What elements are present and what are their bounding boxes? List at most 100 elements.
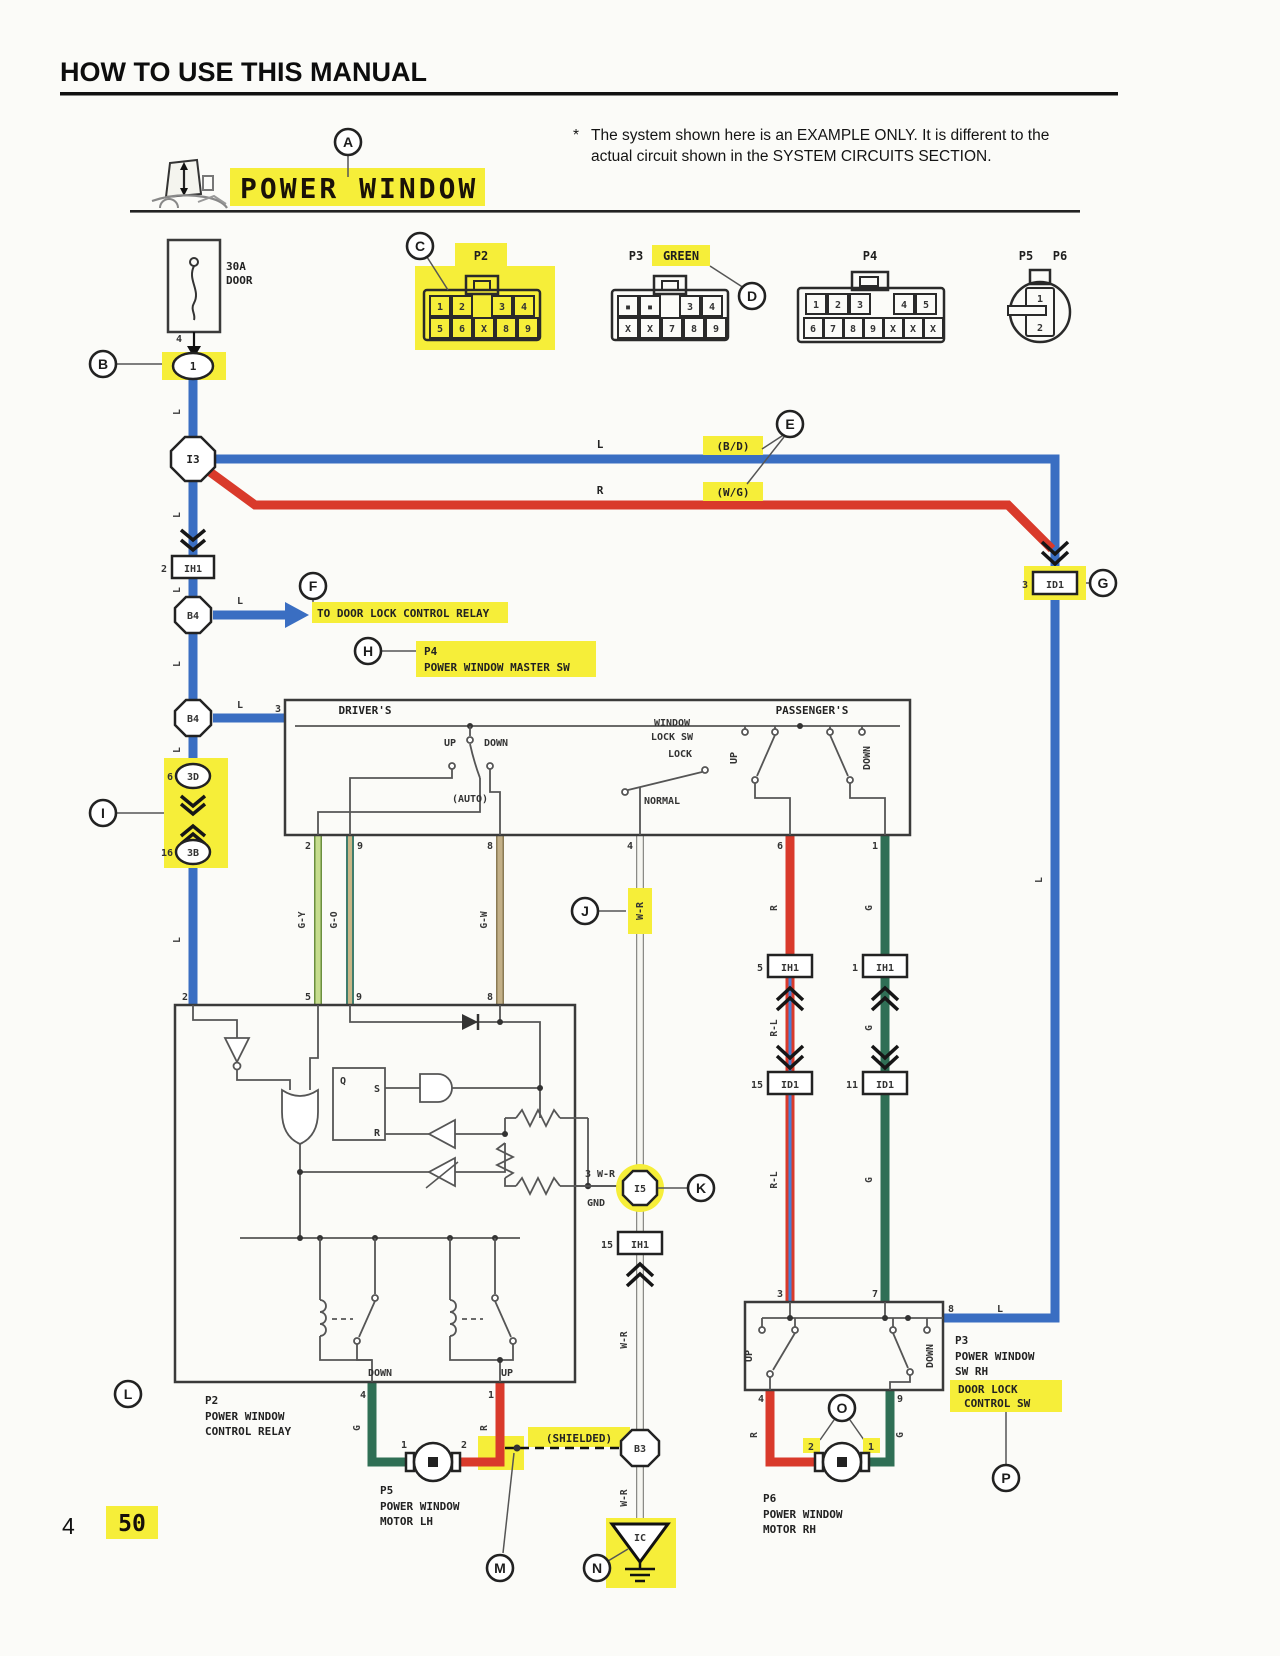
note-asterisk: * xyxy=(573,127,579,144)
fuse-output-label: 1 xyxy=(190,360,197,373)
svg-text:W-R: W-R xyxy=(619,1489,630,1506)
callout-d-circle xyxy=(737,281,767,311)
svg-text:L: L xyxy=(172,512,183,518)
svg-text:X: X xyxy=(481,324,487,335)
svg-text:DOWN: DOWN xyxy=(484,738,508,749)
callout-b: B xyxy=(98,356,108,372)
svg-text:POWER WINDOW: POWER WINDOW xyxy=(763,1508,843,1521)
doorlock-note: TO DOOR LOCK CONTROL RELAY xyxy=(317,607,490,620)
ground-triangle xyxy=(609,1522,671,1565)
svg-text:I5: I5 xyxy=(634,1184,646,1195)
svg-text:I3: I3 xyxy=(186,453,199,466)
callout-g-circle xyxy=(1088,568,1118,598)
svg-text:LOCK: LOCK xyxy=(668,749,692,760)
svg-text:3: 3 xyxy=(687,302,693,313)
p5-label: P5 xyxy=(1019,249,1033,263)
right-column: 3 ID1 G L 8 L xyxy=(948,540,1118,1315)
svg-text:R-L: R-L xyxy=(769,1019,780,1036)
junction-id1-right xyxy=(1031,570,1079,596)
svg-text:4: 4 xyxy=(360,1390,366,1401)
callout-o: O xyxy=(837,1400,848,1416)
svg-text:G: G xyxy=(352,1425,363,1431)
doorlock-arrowhead xyxy=(285,602,309,628)
callout-n-leader xyxy=(607,1548,629,1562)
svg-text:L: L xyxy=(172,587,183,593)
buffer-gate-1 xyxy=(427,1118,456,1150)
p2-body xyxy=(422,288,542,342)
callout-l-circle xyxy=(113,1379,143,1409)
svg-text:16: 16 xyxy=(161,848,173,859)
callout-o-circle xyxy=(827,1393,857,1423)
callout-c-circle xyxy=(405,231,435,261)
relay-box xyxy=(173,1003,577,1384)
svg-text:UP: UP xyxy=(744,1350,755,1362)
svg-text:4: 4 xyxy=(709,302,715,313)
svg-text:X: X xyxy=(930,324,936,335)
svg-text:15: 15 xyxy=(601,1240,613,1251)
svg-text:L: L xyxy=(237,700,243,711)
system-name: POWER WINDOW xyxy=(240,172,478,205)
junction-ih1-wr xyxy=(616,1230,664,1256)
svg-text:CONTROL RELAY: CONTROL RELAY xyxy=(205,1425,291,1438)
svg-text:G: G xyxy=(864,905,875,911)
svg-text:G: G xyxy=(864,1177,875,1183)
callout-j: J xyxy=(581,903,589,919)
relay-coil-2 xyxy=(449,1299,457,1337)
p4-label: P4 xyxy=(863,249,877,263)
wire-G-motor-rh xyxy=(866,1390,895,1467)
svg-text:4: 4 xyxy=(758,1394,764,1405)
resistor-2 xyxy=(494,1142,516,1179)
page-number: 4 xyxy=(62,1513,75,1539)
fuse-element xyxy=(191,265,197,321)
note-line1: The system shown here is an EXAMPLE ONLY… xyxy=(591,127,1049,144)
fuse-block: 30A DOOR 4 1 B xyxy=(88,238,253,381)
svg-text:DOWN: DOWN xyxy=(862,746,873,770)
latch-block xyxy=(332,1067,386,1141)
title-divider xyxy=(130,210,1080,213)
control-relay: 2 5 9 8 Q S R xyxy=(173,992,624,1438)
svg-text:3B: 3B xyxy=(187,848,199,859)
callout-i-circle xyxy=(88,798,118,828)
connector-p4: P4 1 2 3 4 5 6 7 8 9 X X X xyxy=(796,249,946,344)
page-ref-highlight xyxy=(106,1506,158,1539)
svg-text:L: L xyxy=(172,747,183,753)
callout-n: N xyxy=(592,1560,602,1576)
wire-runs xyxy=(188,379,1060,1524)
shielded-label: (SHIELDED) xyxy=(546,1432,612,1445)
svg-text:2: 2 xyxy=(1037,323,1043,334)
i5-junction: 3 W-R I5 K xyxy=(575,1164,716,1212)
svg-text:L: L xyxy=(172,409,183,415)
callout-l: L xyxy=(124,1386,133,1402)
callout-c-leader xyxy=(426,256,449,291)
page-title: HOW TO USE THIS MANUAL xyxy=(60,57,427,87)
svg-text:2: 2 xyxy=(461,1440,467,1451)
svg-text:11: 11 xyxy=(846,1080,858,1091)
svg-text:L: L xyxy=(997,1304,1003,1315)
svg-text:WINDOW: WINDOW xyxy=(654,718,691,729)
svg-text:MOTOR LH: MOTOR LH xyxy=(380,1515,433,1528)
center-ground-path: 15 IH1 W-R (SHIELDED) B3 W-R IC N M xyxy=(485,1230,676,1588)
master-name: POWER WINDOW MASTER SW xyxy=(424,661,570,674)
svg-text:4: 4 xyxy=(901,300,907,311)
example-note: * The system shown here is an EXAMPLE ON… xyxy=(573,127,1049,165)
diode xyxy=(462,1014,478,1030)
svg-text:9: 9 xyxy=(356,992,362,1003)
ground-code: IC xyxy=(634,1533,646,1544)
connector-p5p6: P5 P6 1 2 xyxy=(1007,249,1072,344)
car-window-icon xyxy=(151,158,228,209)
svg-text:MOTOR RH: MOTOR RH xyxy=(763,1523,816,1536)
svg-text:2: 2 xyxy=(161,564,167,575)
svg-text:DOWN: DOWN xyxy=(368,1368,392,1379)
callout-e: E xyxy=(785,416,794,432)
wire-color-bd: (B/D) xyxy=(716,440,749,453)
svg-text:G: G xyxy=(895,1432,906,1438)
svg-text:R: R xyxy=(597,484,604,497)
motor-lh-code: P5 xyxy=(380,1484,393,1497)
svg-text:X: X xyxy=(890,324,896,335)
svg-text:B4: B4 xyxy=(187,714,199,725)
junction-i5 xyxy=(621,1169,659,1207)
svg-text:L: L xyxy=(597,438,604,451)
left-column: I3 L 2 IH1 L B4 L F TO DOOR LOCK CONTROL… xyxy=(88,435,508,943)
